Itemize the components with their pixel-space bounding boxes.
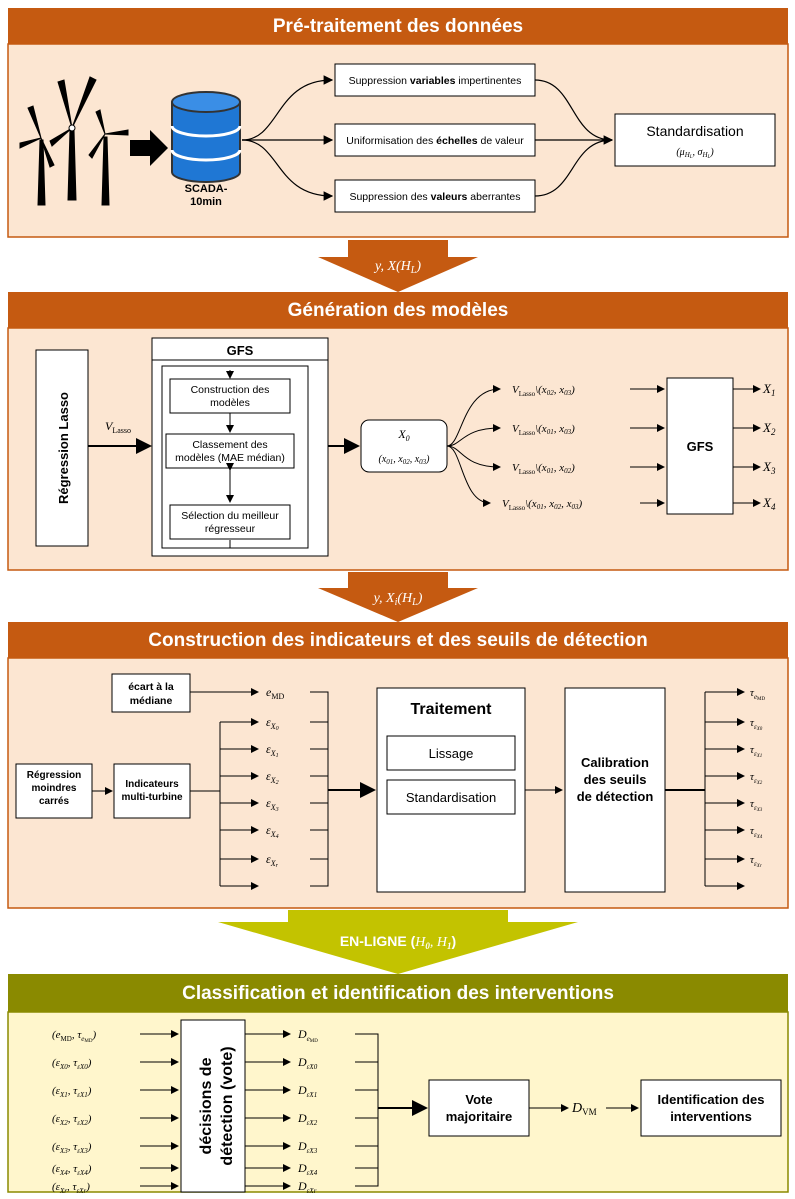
svg-text:modèles (MAE médian): modèles (MAE médian) [175, 452, 285, 464]
svg-text:Lissage: Lissage [429, 746, 474, 761]
svg-text:Classement des: Classement des [192, 439, 267, 451]
section-model-generation: Génération des modèles Régression Lasso … [7, 292, 789, 571]
svg-text:modèles: modèles [210, 397, 250, 409]
traitement-title: Traitement [411, 701, 493, 718]
svg-text:Construction des: Construction des [191, 384, 270, 396]
svg-text:Standardisation: Standardisation [406, 790, 496, 805]
svg-text:τεXr: τεXr [750, 854, 762, 869]
svg-text:majoritaire: majoritaire [446, 1109, 512, 1124]
svg-text:multi-turbine: multi-turbine [121, 792, 183, 803]
svg-text:écart à la: écart à la [128, 681, 174, 693]
box-uniformisation: Uniformisation des échelles de valeur [346, 135, 524, 147]
section-title: Construction des indicateurs et des seui… [148, 630, 647, 651]
svg-text:Indicateurs: Indicateurs [125, 779, 179, 790]
svg-text:interventions: interventions [670, 1109, 752, 1124]
svg-text:EN-LIGNE (H0, H1): EN-LIGNE (H0, H1) [340, 933, 456, 951]
gfs-box: GFS [687, 439, 714, 454]
svg-text:régresseur: régresseur [205, 523, 256, 535]
section-indicators: Construction des indicateurs et des seui… [7, 622, 789, 909]
scada-label-2: 10min [190, 196, 222, 208]
standardisation-label: Standardisation [646, 123, 743, 139]
section-title: Classification et identification des int… [182, 983, 614, 1004]
svg-text:détection (vote): détection (vote) [219, 1046, 236, 1165]
section-classification: Classification et identification des int… [7, 974, 789, 1195]
gfs-title: GFS [227, 343, 254, 358]
std-params: (μHL, σHL) [676, 147, 714, 160]
svg-text:Calibration: Calibration [581, 755, 649, 770]
svg-text:y, Xi(HL): y, Xi(HL) [372, 591, 423, 608]
box-suppr-valeurs: Suppression des valeurs aberrantes [349, 191, 520, 203]
svg-text:de détection: de détection [577, 789, 654, 804]
arrow-y-XiHL: y, Xi(HL) [318, 572, 478, 622]
svg-text:moindres: moindres [31, 783, 76, 794]
box-suppr-variables: Suppression variables impertinentes [349, 75, 522, 87]
svg-text:médiane: médiane [130, 695, 173, 707]
scada-label: SCADA- [185, 183, 228, 195]
svg-text:des seuils: des seuils [584, 772, 647, 787]
svg-text:carrés: carrés [39, 796, 69, 807]
svg-text:Vote: Vote [465, 1092, 492, 1107]
svg-text:Identification des: Identification des [658, 1092, 765, 1107]
big-arrow-icon [130, 130, 168, 166]
svg-text:y, X(HL): y, X(HL) [373, 259, 421, 276]
wind-turbines-icon [19, 76, 129, 206]
svg-text:Sélection du meilleur: Sélection du meilleur [181, 510, 279, 522]
arrow-en-ligne: EN-LIGNE (H0, H1) [218, 910, 578, 974]
lasso-box: Régression Lasso [56, 392, 71, 504]
database-icon [170, 91, 242, 183]
svg-text:Régression: Régression [27, 770, 81, 781]
arrow-y-XHL: y, X(HL) [318, 240, 478, 292]
section-title: Génération des modèles [288, 300, 509, 321]
section-title: Pré-traitement des données [273, 16, 523, 37]
svg-text:décisions de: décisions de [198, 1057, 215, 1154]
section-preprocessing: Pré-traitement des données SCADA- 10min … [7, 8, 789, 238]
